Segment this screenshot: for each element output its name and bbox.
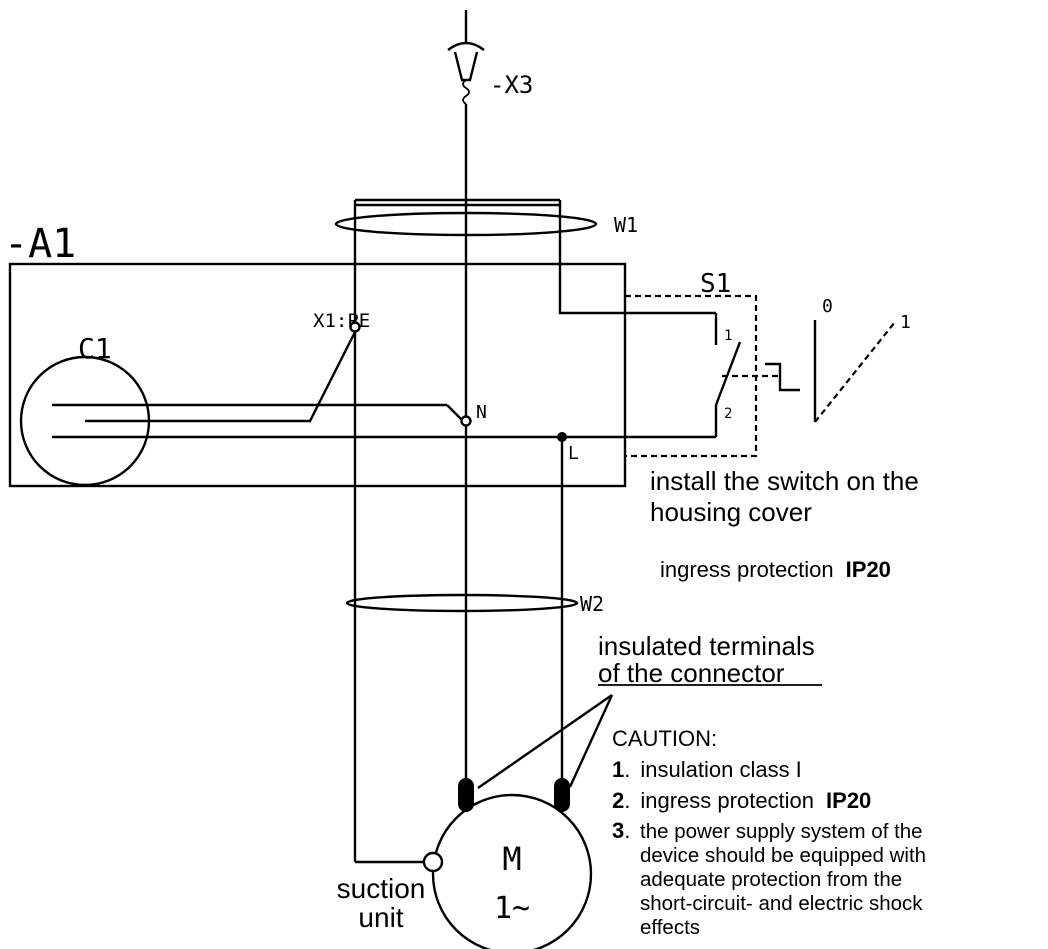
motor-terminal-l [554, 778, 570, 812]
note-terminals-line1: insulated terminals [598, 631, 815, 661]
switch-actuator-symbol [765, 362, 800, 392]
plug-label: -X3 [490, 71, 533, 99]
note-terminals-line2: of the connector [598, 658, 785, 688]
motor-label: M [502, 840, 521, 878]
caution-item-3-number: 3. [612, 818, 630, 843]
caution-title: CAUTION: [612, 726, 717, 751]
caution-item-3-line2: device should be equipped with [640, 844, 926, 867]
caution-item-3-line4: short-circuit- and electric shock [640, 892, 923, 915]
note-suction-line1: suction [337, 873, 426, 904]
contact-1-label: 1 [724, 328, 732, 344]
cable-w2 [345, 593, 579, 613]
terminal-l-label: L [568, 443, 579, 464]
cord-label: C1 [78, 332, 112, 365]
cable-w2-label: W2 [580, 592, 604, 616]
position-0-label: 0 [822, 296, 833, 317]
caution-item-3-line5: effects [640, 916, 700, 939]
wires [52, 104, 716, 864]
motor-earth-terminal [422, 851, 444, 873]
housing-a1 [8, 262, 627, 488]
plug-x3 [447, 10, 485, 105]
caution-item-1: 1.insulation class I [612, 757, 802, 782]
motor [431, 793, 593, 949]
position-1-label: 1 [900, 312, 911, 333]
terminal-pe-label: X1:PE [313, 310, 370, 332]
motor-terminal-n [458, 778, 474, 812]
terminal-pe [349, 321, 361, 333]
note-switch-line2: housing cover [650, 497, 812, 527]
note-suction-line2: unit [358, 902, 403, 933]
caution-item-3-line3: adequate protection from the [640, 868, 902, 891]
motor-phase-label: 1~ [494, 891, 530, 926]
contact-2-label: 2 [724, 406, 732, 422]
caution-item-3-line1: the power supply system of the [640, 820, 923, 843]
switch-label: S1 [700, 269, 731, 299]
switch-position-1 [814, 321, 896, 423]
switch-contact [714, 313, 742, 437]
terminals-pointer [477, 684, 822, 789]
cord-c1 [19, 355, 151, 487]
cable-w1-label: W1 [614, 213, 638, 237]
terminal-n [460, 415, 472, 427]
terminal-l [557, 432, 567, 442]
note-switch-line1: install the switch on the [650, 466, 919, 496]
terminal-n-label: N [476, 402, 487, 423]
housing-label: -A1 [4, 221, 76, 267]
